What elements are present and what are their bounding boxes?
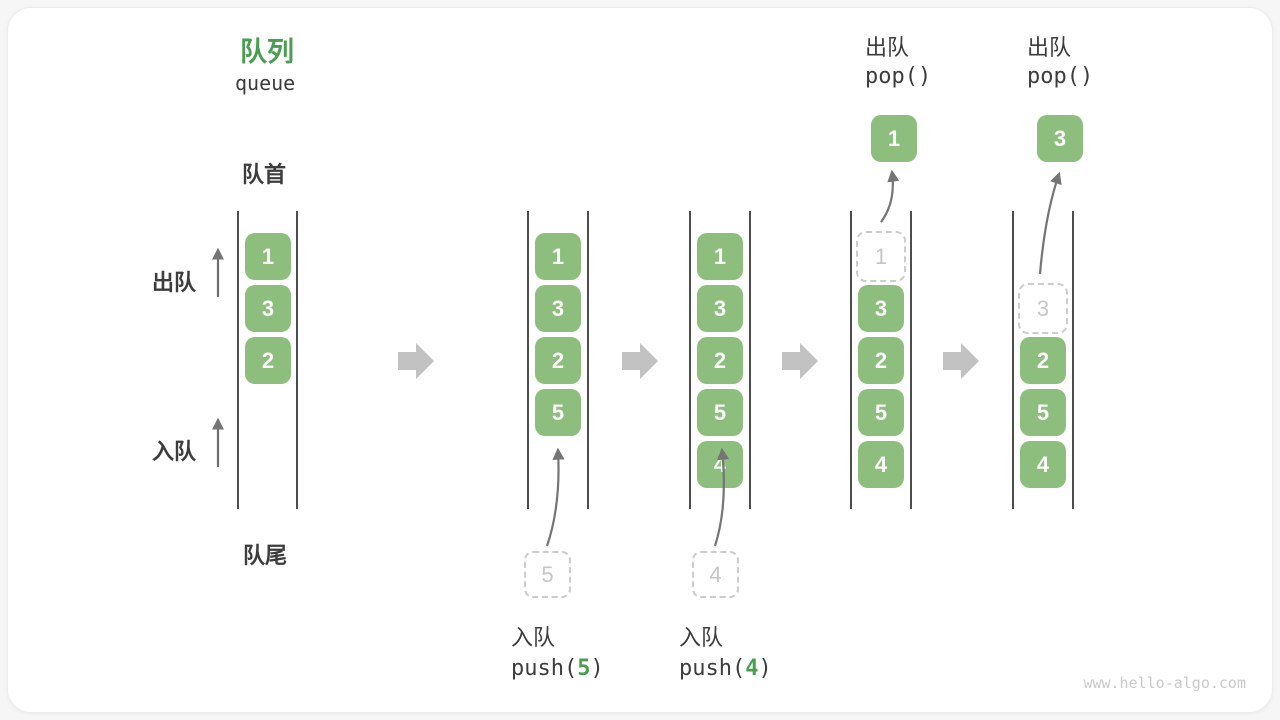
op-code: pop() — [1027, 64, 1093, 89]
queue-cell: 3 — [697, 285, 743, 332]
queue-cell: 5 — [1020, 389, 1066, 436]
watermark: www.hello-algo.com — [1083, 674, 1246, 692]
queue-wall-right — [910, 211, 912, 509]
op-code-arg: 4 — [745, 656, 759, 681]
queue-wall-left — [1012, 211, 1014, 509]
queue-cell: 4 — [697, 441, 743, 488]
queue-cell: 4 — [858, 441, 904, 488]
queue-cell: 1 — [535, 233, 581, 280]
popped-cell: 3 — [1037, 115, 1083, 162]
op-code-arg: 5 — [577, 656, 591, 681]
op-label: 出队 — [865, 35, 910, 60]
queue-cell: 2 — [1020, 337, 1066, 384]
op-code: push(5) — [511, 656, 604, 681]
label-dequeue-side: 出队 — [152, 270, 197, 295]
queue-wall-left — [689, 211, 691, 509]
queue-wall-right — [1072, 211, 1074, 509]
block-right-arrow-icon — [943, 343, 979, 379]
queue-wall-right — [749, 211, 751, 509]
op-code-pre: pop() — [865, 64, 932, 89]
page-title: 队列 — [240, 37, 294, 67]
popped-cell: 1 — [871, 115, 917, 162]
block-right-arrow-icon — [398, 343, 434, 379]
queue-cell: 3 — [858, 285, 904, 332]
queue-cell: 4 — [1020, 441, 1066, 488]
op-code: push(4) — [679, 656, 772, 681]
queue-wall-left — [237, 211, 239, 509]
queue-cell: 2 — [245, 337, 291, 384]
op-label: 入队 — [511, 625, 556, 650]
queue-ghost-cell: 3 — [1018, 283, 1068, 334]
queue-wall-left — [527, 211, 529, 509]
pending-cell: 4 — [692, 551, 739, 598]
queue-wall-left — [850, 211, 852, 509]
block-right-arrow-icon — [622, 343, 658, 379]
op-code-pre: pop() — [1027, 64, 1094, 89]
label-queue-rear: 队尾 — [243, 543, 288, 568]
push-arrow-icon — [545, 447, 565, 547]
queue-wall-right — [296, 211, 298, 509]
label-enqueue-side: 入队 — [152, 439, 197, 464]
block-right-arrow-icon — [782, 343, 818, 379]
queue-cell: 5 — [858, 389, 904, 436]
queue-cell: 3 — [245, 285, 291, 332]
queue-cell: 1 — [697, 233, 743, 280]
op-code-post: ) — [590, 656, 604, 681]
op-label: 出队 — [1027, 35, 1072, 60]
queue-cell: 3 — [535, 285, 581, 332]
label-queue-front: 队首 — [242, 162, 287, 187]
queue-cell: 2 — [697, 337, 743, 384]
queue-cell: 2 — [535, 337, 581, 384]
queue-cell: 5 — [535, 389, 581, 436]
queue-wall-right — [587, 211, 589, 509]
queue-cell: 2 — [858, 337, 904, 384]
queue-ghost-cell: 1 — [856, 231, 906, 282]
op-label: 入队 — [679, 625, 724, 650]
pop-arrow-icon — [880, 169, 900, 223]
queue-cell: 1 — [245, 233, 291, 280]
op-code: pop() — [865, 64, 931, 89]
op-code-pre: push( — [511, 656, 578, 681]
pop-arrow-icon — [1038, 171, 1062, 275]
queue-cell: 5 — [697, 389, 743, 436]
page-subtitle: queue — [235, 71, 296, 95]
op-code-post: ) — [758, 656, 772, 681]
pending-cell: 5 — [524, 551, 571, 598]
op-code-pre: push( — [679, 656, 746, 681]
